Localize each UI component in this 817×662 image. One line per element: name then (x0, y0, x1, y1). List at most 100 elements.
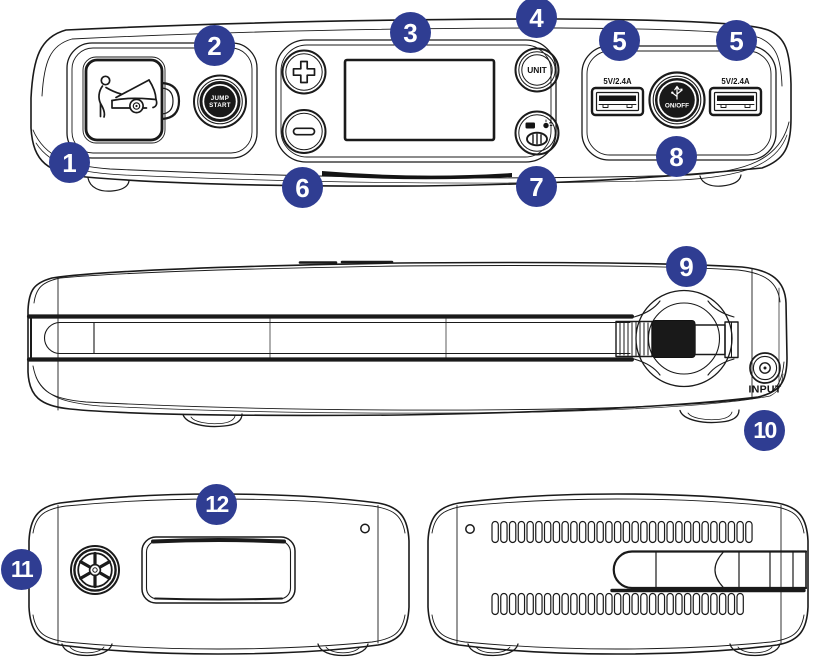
stored-air-hose (44, 317, 631, 359)
vent-slot (578, 520, 587, 544)
usb-port-left (590, 86, 645, 117)
vent-slot (570, 520, 578, 544)
vent-slot (640, 592, 648, 616)
vent-slot (710, 592, 718, 616)
vent-slot (500, 520, 508, 544)
light-button (514, 110, 560, 156)
vent-slot (526, 592, 534, 616)
callout-7: 7 (516, 166, 557, 207)
top-view-foot-right (699, 174, 742, 187)
unit-button-label: UNIT (527, 65, 547, 75)
vent-slot (500, 592, 508, 616)
back-view-body-outline (427, 493, 809, 655)
vent-slot (666, 520, 674, 544)
vent-slot (587, 592, 596, 616)
minus-icon (292, 127, 316, 136)
top-edge-mark (298, 260, 394, 264)
vent-slot (535, 592, 543, 616)
vent-slot (648, 592, 657, 616)
vent-slot (596, 592, 604, 616)
callout-5-right: 5 (716, 20, 757, 61)
vent-slot (613, 592, 622, 616)
power-button: ON/OFF (648, 71, 706, 129)
screw-hole (360, 523, 370, 534)
led-panel-window (141, 536, 296, 604)
side-foot-left-inner (190, 415, 236, 425)
side-view-rim-bottom-2 (35, 373, 784, 414)
display-panel: UNIT (275, 39, 560, 163)
callout-5-left: 5 (599, 20, 640, 61)
car-light-icon (525, 119, 553, 147)
vent-slot (736, 520, 744, 544)
front-foot-right-inner (325, 646, 361, 654)
power-button-label: ON/OFF (665, 103, 689, 110)
vent-slot (605, 592, 613, 616)
vent-slot (570, 592, 578, 616)
hose-nozzle (615, 320, 739, 359)
side-view: INPUT (26, 260, 788, 428)
vent-slot (710, 520, 718, 544)
cover-tab-inner (161, 87, 174, 115)
vent-slot (605, 520, 613, 544)
minus-button (281, 109, 327, 154)
led-light (70, 545, 120, 595)
back-foot-left-inner (475, 646, 511, 654)
top-view-rim-line (41, 27, 783, 97)
vent-slot (543, 520, 552, 544)
display-screen (343, 58, 496, 142)
jump-start-button-label-2: START (209, 102, 231, 109)
window-top-accent (151, 538, 286, 544)
vent-slot (631, 520, 639, 544)
vent-slot (701, 520, 709, 544)
vent-slot (491, 592, 499, 616)
vent-row-top (491, 520, 753, 544)
window-bottom-accent (154, 597, 283, 601)
input-port-label: INPUT (749, 384, 782, 396)
vent-slot (517, 592, 526, 616)
side-foot-right-inner (687, 411, 733, 421)
vent-slot (578, 592, 587, 616)
input-port: INPUT (749, 352, 782, 396)
vent-slot (631, 592, 639, 616)
usb-tongue (599, 95, 636, 101)
top-view-foot-left (87, 177, 130, 192)
plus-button (281, 49, 327, 95)
vent-slot (648, 520, 657, 544)
callout-2: 2 (194, 25, 235, 66)
vent-slot (535, 520, 543, 544)
spoked-light-icon (79, 551, 111, 589)
top-view-body-outline (30, 18, 792, 187)
vent-slot (692, 520, 701, 544)
screw-hole (465, 524, 475, 534)
usb-port-right (708, 86, 763, 117)
vent-slot (622, 520, 631, 544)
vent-slot (552, 592, 561, 616)
vent-row-bottom (491, 592, 744, 616)
side-view-rim-bottom-1 (32, 361, 785, 411)
power-button-face (659, 82, 695, 118)
callout-9: 9 (666, 246, 707, 287)
vent-slot (666, 592, 674, 616)
vent-slot (613, 520, 622, 544)
usb-output-label-left: 5V/2.4A (603, 77, 632, 86)
side-foot-right (679, 409, 740, 424)
nozzle-grip (651, 320, 696, 358)
usb-output-label-right: 5V/2.4A (721, 77, 750, 86)
front-view-rim-bottom (32, 614, 406, 650)
side-view-body-outline (27, 261, 788, 417)
vent-slot (561, 520, 569, 544)
jump-start-panel: JUMP START (66, 42, 258, 159)
vent-slot (727, 592, 736, 616)
usb-symbol-icon (671, 85, 683, 100)
vent-slot (675, 520, 683, 544)
back-foot-right-inner (737, 646, 773, 654)
callout-6: 6 (282, 167, 323, 208)
cover-outer-line (82, 56, 166, 144)
vent-slot (718, 592, 727, 616)
top-view: JUMP START UNIT (30, 18, 792, 192)
vent-slot (657, 592, 666, 616)
front-foot-right (317, 643, 369, 657)
usb-panel: 5V/2.4A ON/OFF 5V/2.4A (581, 45, 777, 161)
vent-slot (508, 592, 517, 616)
